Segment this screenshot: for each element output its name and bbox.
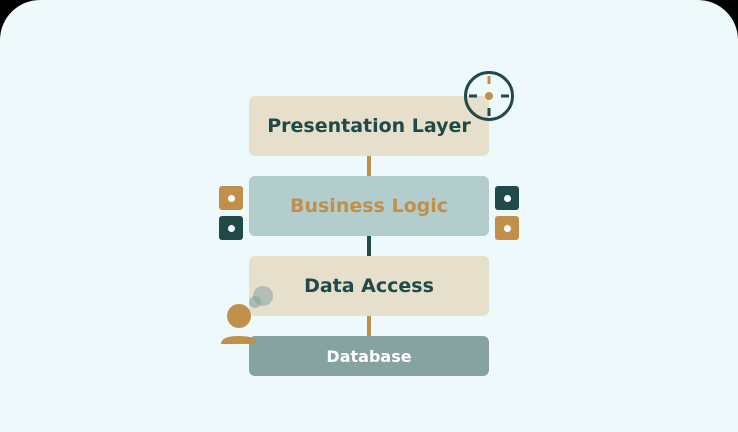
connector-presentation-business [367,156,371,176]
database-label: Database [326,346,412,366]
presentation-layer-label: Presentation Layer [267,115,471,137]
business-logic-box: Business Logic [249,176,489,236]
database-box: Database [249,336,489,376]
right-top-toggle-icon [495,186,519,210]
connector-data-database [367,316,371,336]
user-thinking-icon [221,286,273,344]
target-icon [464,71,514,121]
data-access-box: Data Access [249,256,489,316]
business-logic-label: Business Logic [289,195,448,217]
connector-business-data [367,236,371,256]
right-bottom-toggle-icon [495,216,519,240]
left-top-toggle-icon [219,186,243,210]
data-access-label: Data Access [304,275,434,297]
presentation-layer-box: Presentation Layer [249,96,489,156]
left-bottom-toggle-icon [219,216,243,240]
